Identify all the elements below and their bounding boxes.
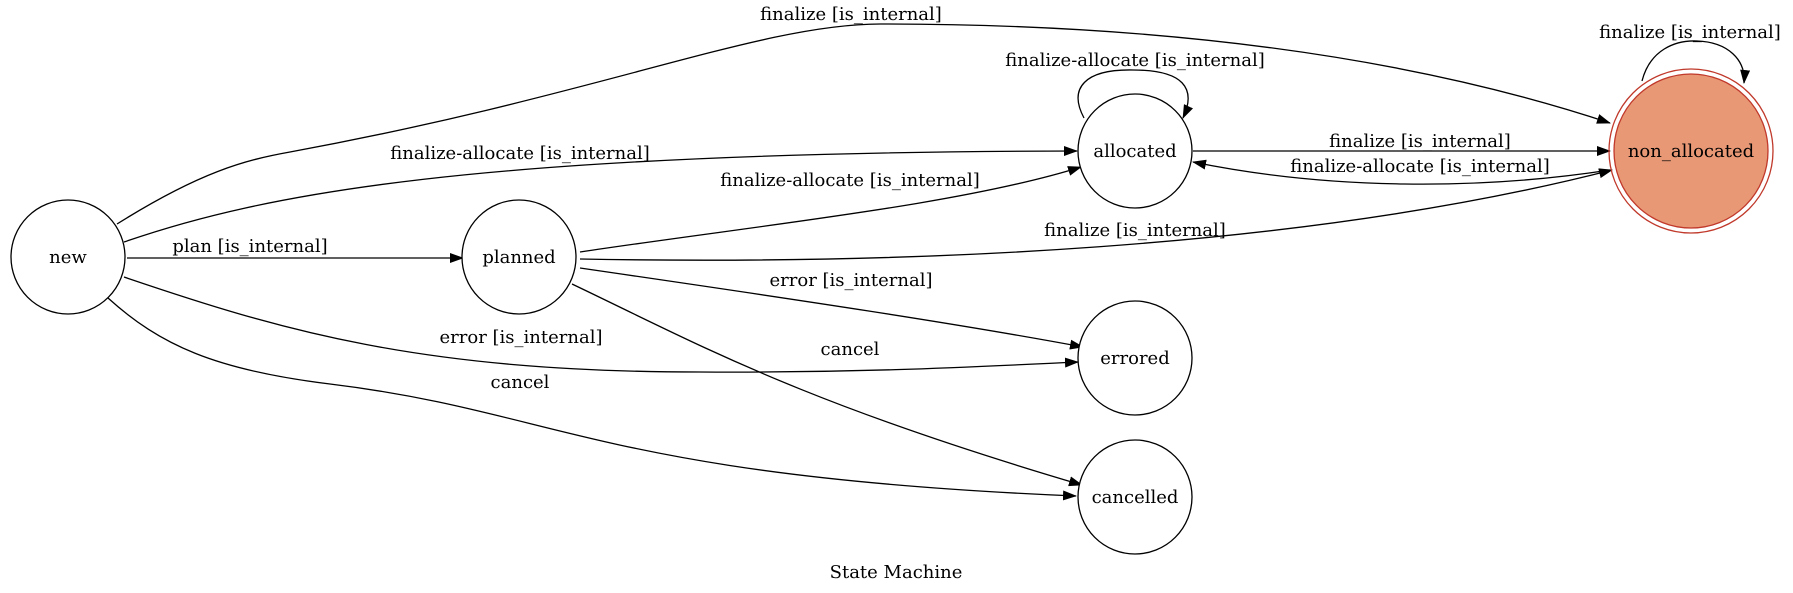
edge-new-to-cancelled bbox=[107, 297, 1077, 501]
diagram-title: State Machine bbox=[830, 562, 963, 583]
edge-planned-to-non-allocated bbox=[579, 168, 1613, 261]
edge-planned-to-allocated bbox=[579, 166, 1082, 253]
label-planned-to-allocated: finalize-allocate [is_internal] bbox=[720, 170, 980, 191]
label-new-to-errored: error [is_internal] bbox=[440, 327, 603, 348]
state-non-allocated-label: non_allocated bbox=[1628, 141, 1754, 162]
label-planned-to-errored: error [is_internal] bbox=[770, 270, 933, 291]
edge-non-allocated-to-allocated bbox=[1192, 159, 1611, 185]
label-non-allocated-to-allocated: finalize-allocate [is_internal] bbox=[1290, 156, 1550, 177]
edge-new-to-allocated bbox=[123, 146, 1078, 243]
edge-allocated-self-loop bbox=[1077, 69, 1194, 119]
edge-non-allocated-self-loop bbox=[1641, 40, 1751, 84]
state-new-label: new bbox=[49, 247, 87, 268]
label-planned-to-cancelled: cancel bbox=[821, 339, 880, 360]
state-planned-label: planned bbox=[482, 247, 555, 268]
state-planned: planned bbox=[461, 199, 577, 315]
label-new-to-planned: plan [is_internal] bbox=[172, 236, 327, 257]
label-new-to-allocated: finalize-allocate [is_internal] bbox=[390, 143, 650, 164]
label-planned-to-non-allocated: finalize [is_internal] bbox=[1044, 220, 1226, 241]
label-new-to-non-allocated: finalize [is_internal] bbox=[760, 4, 942, 25]
state-cancelled-label: cancelled bbox=[1092, 487, 1179, 508]
edge-new-to-errored bbox=[123, 276, 1079, 373]
state-new: new bbox=[10, 199, 126, 315]
state-allocated-label: allocated bbox=[1093, 141, 1176, 162]
state-cancelled: cancelled bbox=[1077, 439, 1193, 555]
label-new-to-cancelled: cancel bbox=[491, 372, 550, 393]
label-allocated-self-loop: finalize-allocate [is_internal] bbox=[1005, 50, 1265, 71]
state-allocated: allocated bbox=[1077, 93, 1193, 209]
state-errored-label: errored bbox=[1100, 348, 1169, 369]
edge-planned-to-errored bbox=[579, 267, 1084, 350]
label-non-allocated-self-loop: finalize [is_internal] bbox=[1599, 22, 1781, 43]
label-allocated-to-non-allocated: finalize [is_internal] bbox=[1329, 131, 1511, 152]
edge-new-to-non-allocated bbox=[116, 23, 1611, 225]
edge-planned-to-cancelled bbox=[571, 283, 1083, 487]
state-errored: errored bbox=[1077, 300, 1193, 416]
state-non-allocated: non_allocated bbox=[1608, 68, 1774, 234]
